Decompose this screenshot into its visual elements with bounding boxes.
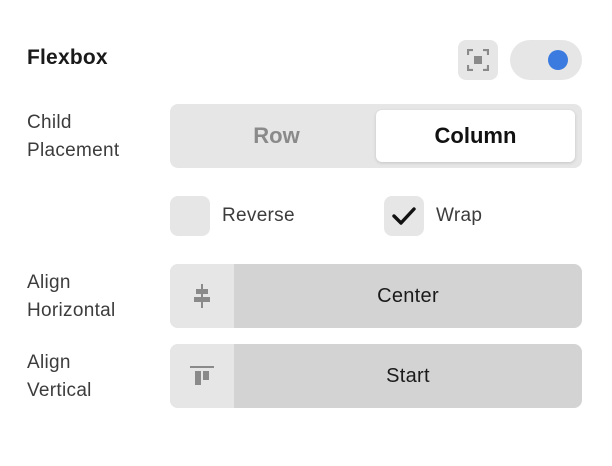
row-option[interactable]: Row (253, 123, 300, 148)
flexbox-toggle[interactable] (510, 40, 582, 80)
align-center-horizontal-icon (194, 284, 210, 308)
toggle-knob (548, 50, 568, 70)
align-top-icon (190, 366, 214, 385)
align-vertical-label: Align Vertical (27, 352, 92, 401)
checkmark-icon (392, 207, 416, 225)
wrap-checkbox[interactable] (384, 196, 424, 236)
focus-button[interactable] (458, 40, 498, 80)
focus-frame-icon (467, 49, 489, 71)
reverse-label: Reverse (222, 205, 295, 226)
align-vertical-value: Start (386, 364, 430, 387)
child-placement-label: Child Placement (27, 112, 120, 161)
align-horizontal-value: Center (377, 284, 439, 307)
align-vertical-icon-cell (170, 344, 234, 408)
child-placement-segmented-control: Row Column (170, 104, 582, 168)
wrap-checkbox-group[interactable]: Wrap (384, 196, 482, 236)
align-horizontal-select[interactable]: Center (170, 264, 582, 328)
panel-title: Flexbox (27, 46, 108, 69)
reverse-checkbox[interactable] (170, 196, 210, 236)
reverse-checkbox-group[interactable]: Reverse (170, 196, 295, 236)
column-option[interactable]: Column (376, 110, 575, 162)
align-horizontal-label: Align Horizontal (27, 272, 116, 321)
wrap-label: Wrap (436, 205, 483, 226)
align-horizontal-icon-cell (170, 264, 234, 328)
align-vertical-select[interactable]: Start (170, 344, 582, 408)
